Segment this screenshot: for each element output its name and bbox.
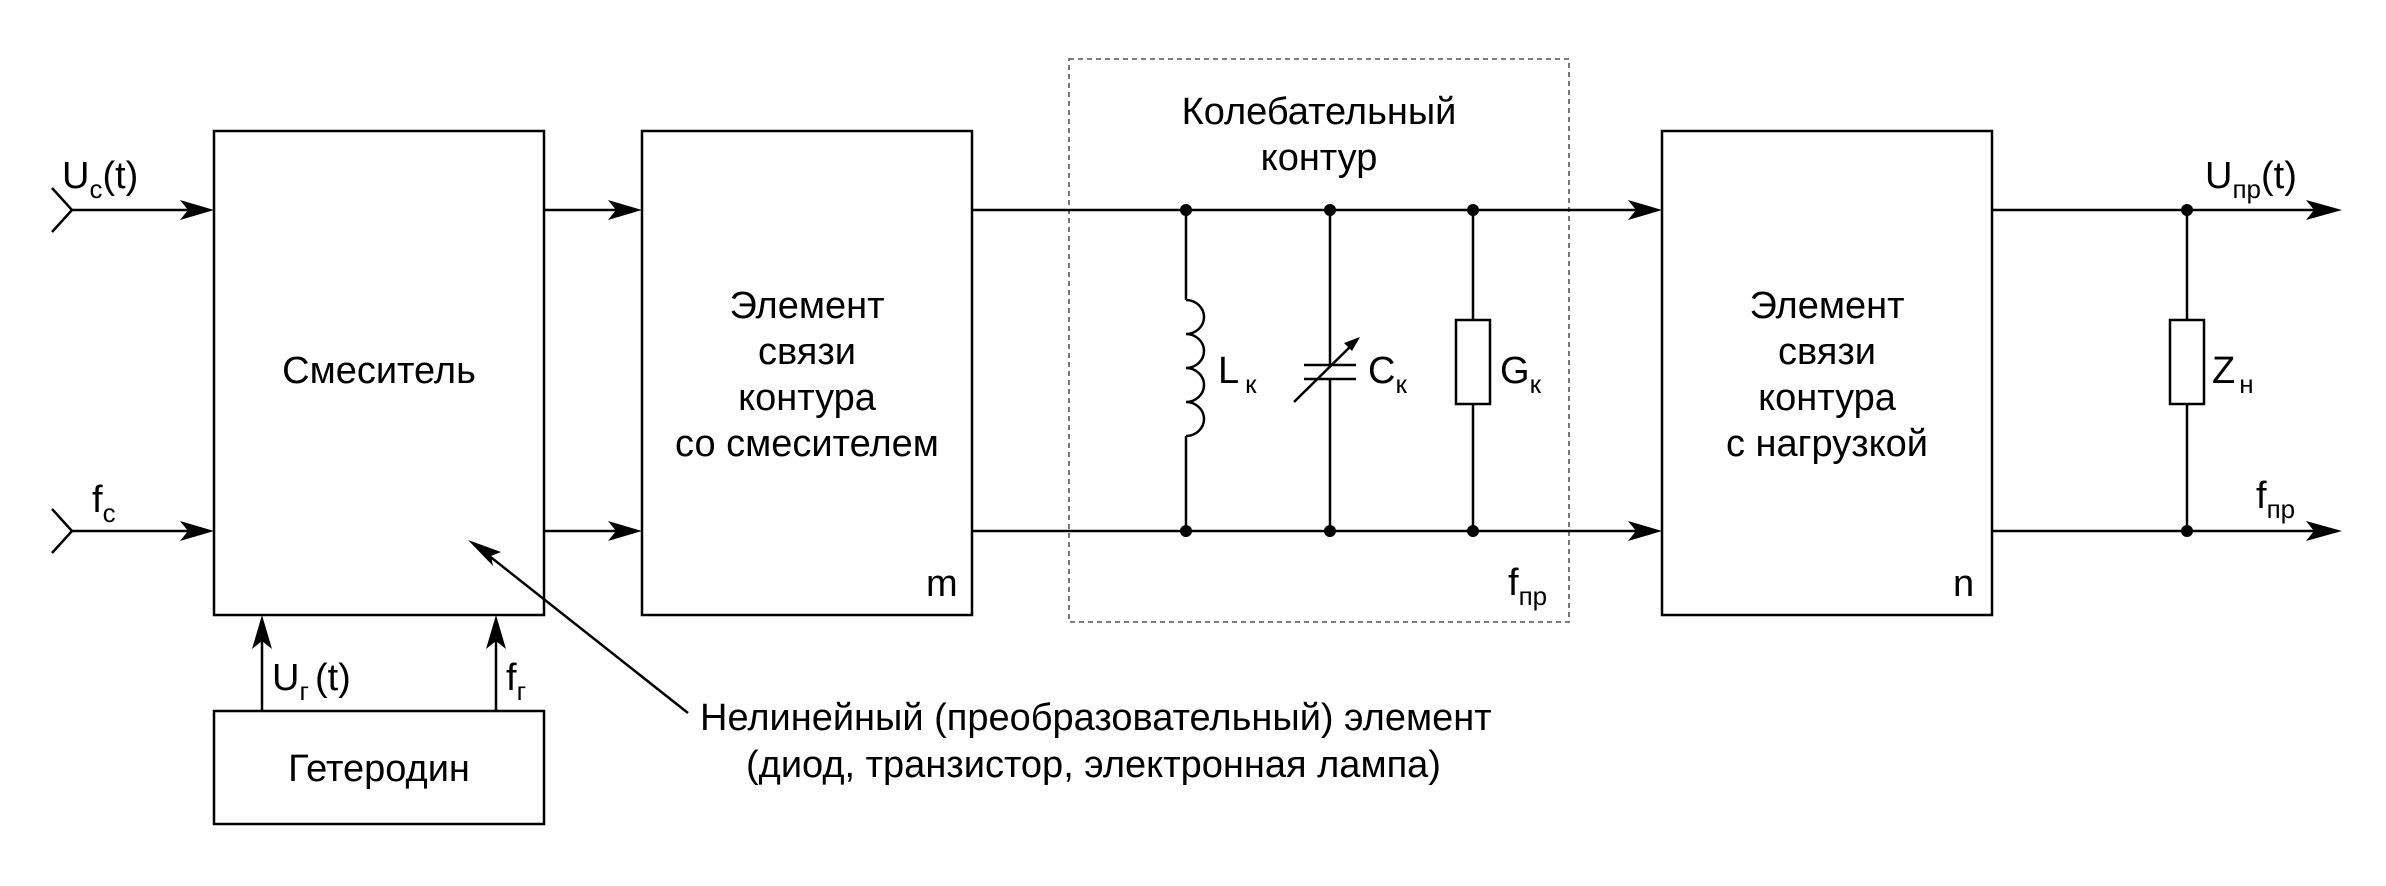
lo-u-arrow xyxy=(252,615,272,649)
lo-u-label: Uг(t) xyxy=(272,657,351,706)
conductance-label: Gк xyxy=(1500,350,1542,399)
nonlinear-element-annotation: Нелинейный (преобразовательный) элемент … xyxy=(468,540,1492,786)
output-f-label: fпр xyxy=(2256,475,2295,524)
input-f-connector xyxy=(51,508,74,554)
output-top-arrow xyxy=(2306,200,2342,220)
tank-title-line-2: контур xyxy=(1261,137,1378,179)
coupling-out-line-2: связи xyxy=(1778,331,1876,373)
coupling-in-line-2: связи xyxy=(758,331,856,373)
coupling-in-tag: m xyxy=(926,563,958,605)
coupling-in-block: Элемент связи контура со смесителем m xyxy=(640,129,974,617)
mixer-block: Смеситель xyxy=(212,129,546,617)
coupling-in-line-1: Элемент xyxy=(729,285,884,327)
mixer-box xyxy=(212,129,546,617)
tank-title-line-1: Колебательный xyxy=(1182,91,1457,133)
tank-freq-label: fпр xyxy=(1508,562,1547,611)
input-signal-group: Uc(t) fc xyxy=(51,155,214,554)
oscillator-label: Гетеродин xyxy=(288,748,470,790)
input-f-label: fc xyxy=(92,479,116,528)
junction-dot xyxy=(1324,525,1336,537)
mixer-label: Смеситель xyxy=(282,350,476,392)
coupling-out-tag: n xyxy=(1953,563,1974,605)
junction-dot xyxy=(1180,525,1192,537)
junction-dot xyxy=(1324,204,1336,216)
annotation-line-2: (диод, транзистор, электронная лампа) xyxy=(746,744,1441,786)
lo-f-label: fг xyxy=(506,657,526,706)
input-u-arrow xyxy=(180,200,214,220)
coupling-out-line-4: с нагрузкой xyxy=(1726,423,1928,465)
junction-dot xyxy=(1467,204,1479,216)
lo-f-arrow xyxy=(486,615,506,649)
oscillator-box xyxy=(212,709,546,826)
capacitor-label: Cк xyxy=(1368,350,1407,399)
junction-dot xyxy=(1180,204,1192,216)
junction-dot xyxy=(1467,525,1479,537)
coupling-in-line-3: контура xyxy=(738,377,877,419)
coupling-out-block: Элемент связи контура с нагрузкой n xyxy=(1660,129,1994,617)
annotation-pointer-arrow xyxy=(468,540,501,566)
coupling-in-line-4: со смесителем xyxy=(675,423,939,465)
coupling-out-line-1: Элемент xyxy=(1749,285,1904,327)
variable-capacitor: Cк xyxy=(1293,210,1407,531)
coupling-out-line-3: контура xyxy=(1758,377,1897,419)
coupling-in-box xyxy=(640,129,974,617)
coupling-out-box xyxy=(1660,129,1994,617)
conductance-resistor: Gк xyxy=(1454,210,1542,531)
input-f-arrow xyxy=(180,521,214,541)
output-bottom-arrow xyxy=(2306,521,2342,541)
output-u-label: Uпр(t) xyxy=(2205,155,2297,204)
annotation-pointer-line xyxy=(487,554,689,714)
mixer-to-coupling-wires xyxy=(544,200,642,541)
input-u-label: Uc(t) xyxy=(62,155,138,204)
oscillator-group: Гетеродин Uг(t) fг xyxy=(212,615,546,826)
annotation-line-1: Нелинейный (преобразовательный) элемент xyxy=(700,697,1492,739)
